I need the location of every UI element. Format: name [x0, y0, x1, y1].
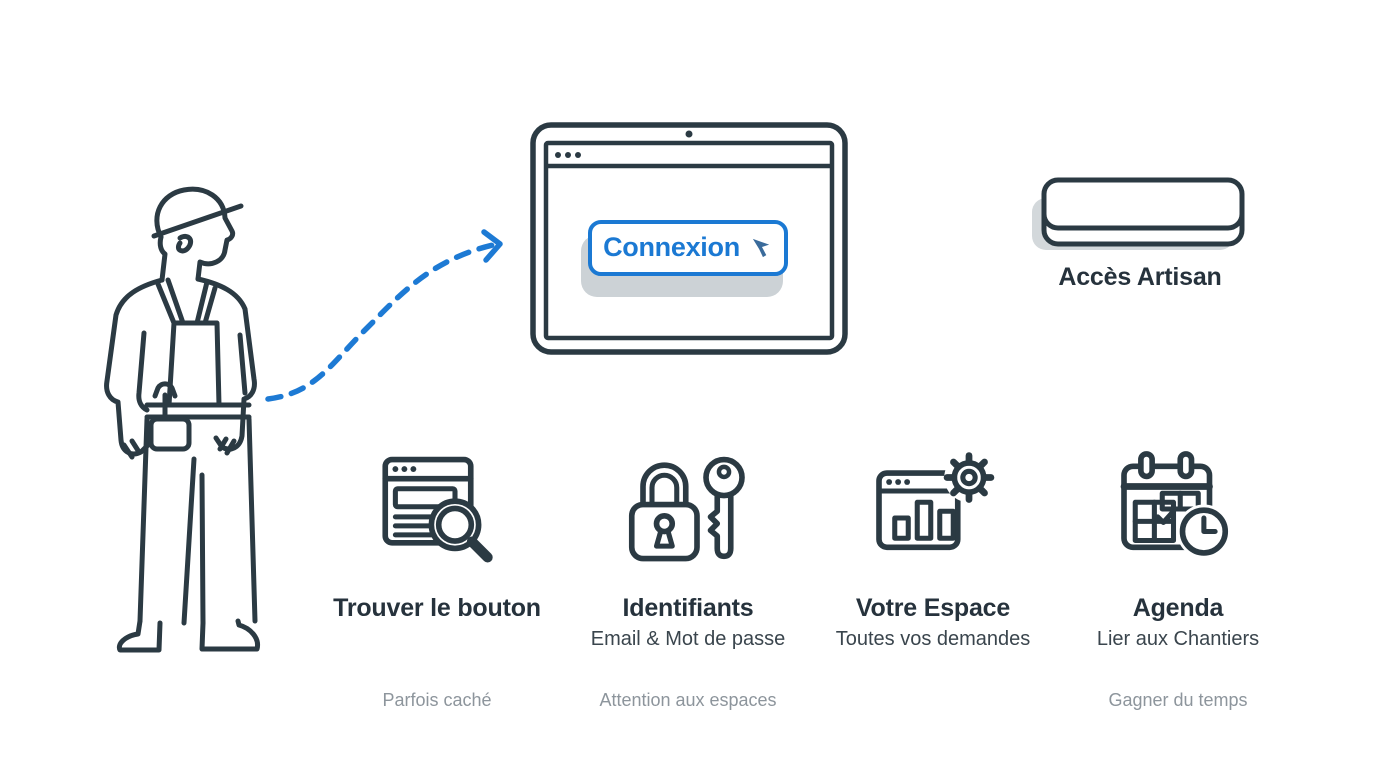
- connexion-label: Connexion: [603, 232, 740, 262]
- step-note: Attention aux espaces: [599, 690, 777, 710]
- access-artisan-label: Accès Artisan: [1058, 263, 1222, 291]
- step-note: Gagner du temps: [1108, 690, 1248, 710]
- tool-pouch: [148, 416, 192, 452]
- step-trouver-le-bouton: Trouver le bouton Parfois caché: [312, 446, 562, 736]
- connexion-button[interactable]: Connexion: [588, 220, 788, 276]
- step-title: Trouver le bouton: [333, 594, 541, 622]
- calendar-clock-icon: [1120, 451, 1231, 559]
- access-artisan-button[interactable]: [1028, 176, 1252, 256]
- step-identifiants: Identifiants Email & Mot de passe Attent…: [563, 446, 813, 736]
- dashed-flow-arrow: [265, 229, 503, 402]
- step-title: Identifiants: [622, 594, 754, 622]
- step-title: Votre Espace: [855, 594, 1011, 622]
- ear: [175, 233, 194, 254]
- cursor-icon: [752, 238, 770, 258]
- camera-dot: [685, 130, 693, 138]
- browser-search-icon: [382, 456, 493, 563]
- step-subtitle: Email & Mot de passe: [590, 628, 786, 650]
- step-note: Parfois caché: [382, 690, 492, 710]
- dashboard-gear-icon: [876, 452, 995, 551]
- step-votre-espace: Votre Espace Toutes vos demandes: [808, 446, 1058, 736]
- step-title: Agenda: [1132, 594, 1224, 622]
- arrowhead: [481, 229, 503, 263]
- artisan-worker-illustration: [104, 186, 261, 653]
- checkmark: [1155, 508, 1177, 526]
- step-agenda: Agenda Lier aux Chantiers Gagner du temp…: [1053, 446, 1303, 736]
- step-subtitle: Toutes vos demandes: [835, 628, 1031, 650]
- clock-hands: [1201, 515, 1218, 535]
- step-subtitle: Lier aux Chantiers: [1096, 628, 1260, 650]
- cap-brim: [151, 203, 244, 239]
- wrench-icon: [152, 381, 178, 418]
- lock-key-icon: [628, 456, 745, 562]
